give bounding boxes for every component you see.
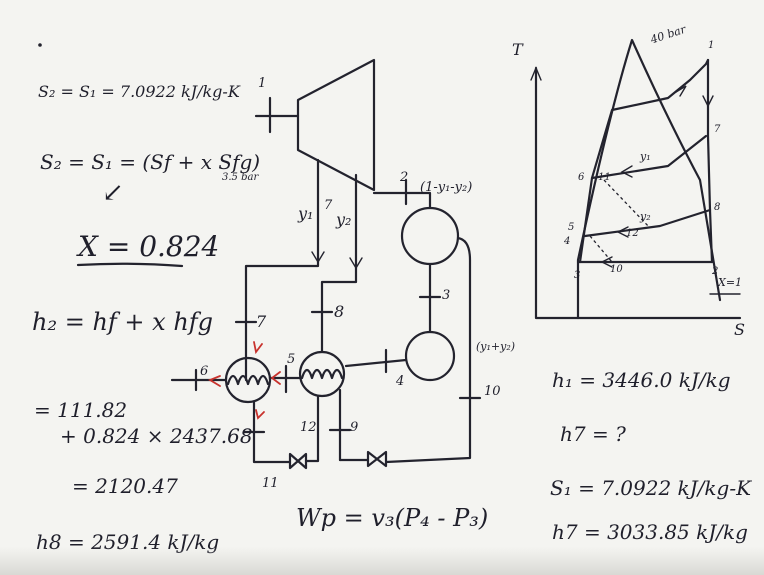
- label-y1: y₁: [298, 204, 314, 223]
- eq-s2: S₂ = S₁ = 7.0922 kJ/kg-K: [38, 82, 240, 101]
- drain-line-10: [384, 236, 472, 464]
- ts-p8: 8: [714, 202, 721, 213]
- h1-value: h₁ = 3446.0 kJ/kg: [552, 368, 731, 392]
- label-2: 2: [400, 170, 409, 185]
- ts-arrow-10: [600, 256, 613, 268]
- ts-isobar-y2: [583, 208, 712, 238]
- h7-value: h7 = 3033.85 kJ/kg: [552, 520, 748, 544]
- label-11: 11: [262, 476, 279, 491]
- condenser: [400, 206, 460, 266]
- pump-work: Wp = v₃(P₄ - P₃): [296, 504, 489, 532]
- red-arrow-down: [255, 409, 265, 420]
- eq-s2-expr: S₂ = S₁ = (Sf + x Sfg): [40, 150, 261, 174]
- label-frac-sum: (y₁+y₂): [476, 340, 516, 353]
- valve-bottom: [366, 450, 388, 468]
- drain-line-12: [304, 394, 320, 463]
- label-6: 6: [200, 364, 209, 379]
- label-12: 12: [300, 420, 317, 435]
- h7-question: h7 = ?: [560, 422, 626, 446]
- h2-calc-2: + 0.824 × 2437.68: [60, 424, 253, 448]
- h8-value: h8 = 2591.4 kJ/kg: [36, 530, 220, 554]
- label-10: 10: [484, 384, 501, 399]
- red-arrow-6: [207, 375, 221, 387]
- ts-p10: 10: [610, 264, 623, 275]
- label-9: 9: [350, 420, 359, 435]
- red-arrow-in: [253, 341, 263, 355]
- bleed-line-8: [320, 173, 358, 354]
- ts-axis-t: T: [512, 40, 523, 59]
- ts-quality: X=1: [718, 276, 743, 289]
- ts-p11: 11: [598, 172, 611, 183]
- ts-p6: 6: [578, 172, 585, 183]
- s1-value: S₁ = 7.0922 kJ/kg-K: [550, 476, 752, 500]
- label-8: 8: [334, 302, 345, 321]
- x-value: X = 0.824: [78, 230, 220, 263]
- label-3: 3: [442, 288, 451, 303]
- ts-arrow-y2: [616, 226, 629, 238]
- label-5: 5: [287, 352, 296, 367]
- heater-open-coil: [226, 374, 270, 386]
- ts-p1: 1: [708, 40, 715, 51]
- ts-p4: 4: [564, 236, 571, 247]
- ts-p3: 3: [574, 270, 581, 281]
- heater-open: [224, 356, 272, 404]
- ts-expansion-arrow: [702, 95, 714, 108]
- arrow-7: [311, 251, 325, 264]
- arrow-8: [349, 257, 363, 270]
- h2-calc-1: = 111.82: [34, 398, 128, 422]
- ts-axis: [534, 66, 742, 320]
- h2-calc-3: = 2120.47: [72, 474, 178, 498]
- drain-line-11: [252, 400, 292, 464]
- heater-closed-coil: [300, 368, 344, 380]
- ts-axis-arrow: [530, 66, 542, 81]
- label-4: 4: [396, 374, 405, 389]
- saturation-dome: [576, 38, 722, 320]
- ts-isobar-y1: [590, 134, 708, 180]
- h2-formula: h₂ = hf + x hfg: [32, 308, 214, 336]
- x-underline: [76, 262, 184, 268]
- ts-arrow-top: [675, 85, 687, 97]
- exhaust-line: [372, 191, 432, 210]
- label-y2: y₂: [336, 210, 352, 229]
- ts-y1: y₁: [640, 150, 651, 163]
- label-frac-main: (1-y₁-y₂): [420, 180, 473, 195]
- label-1: 1: [258, 76, 267, 91]
- pump: [404, 330, 456, 382]
- ts-p12: 12: [626, 228, 639, 239]
- line-4: [344, 358, 408, 368]
- ts-p5: 5: [568, 222, 575, 233]
- ts-arrow-y1: [620, 165, 633, 178]
- turbine-symbol: [296, 58, 376, 192]
- ts-p2: 2: [712, 266, 719, 277]
- ts-expansion: [706, 58, 714, 264]
- bleed-line-7: [244, 158, 320, 382]
- valve-left: [288, 452, 308, 470]
- arrow-down-glyph: ↙: [102, 178, 124, 208]
- heater-closed: [298, 350, 346, 398]
- ts-dashed-11: [603, 179, 651, 229]
- ts-p7: 7: [714, 124, 721, 135]
- ts-axis-s: S: [734, 320, 745, 339]
- eq-s2-sub: 3.5 bar: [222, 172, 259, 183]
- label-7a: 7: [324, 198, 333, 213]
- label-7: 7: [256, 312, 267, 331]
- ts-y2: y₂: [640, 210, 651, 223]
- red-arrow-5: [270, 371, 281, 385]
- ink-dot: [38, 43, 42, 47]
